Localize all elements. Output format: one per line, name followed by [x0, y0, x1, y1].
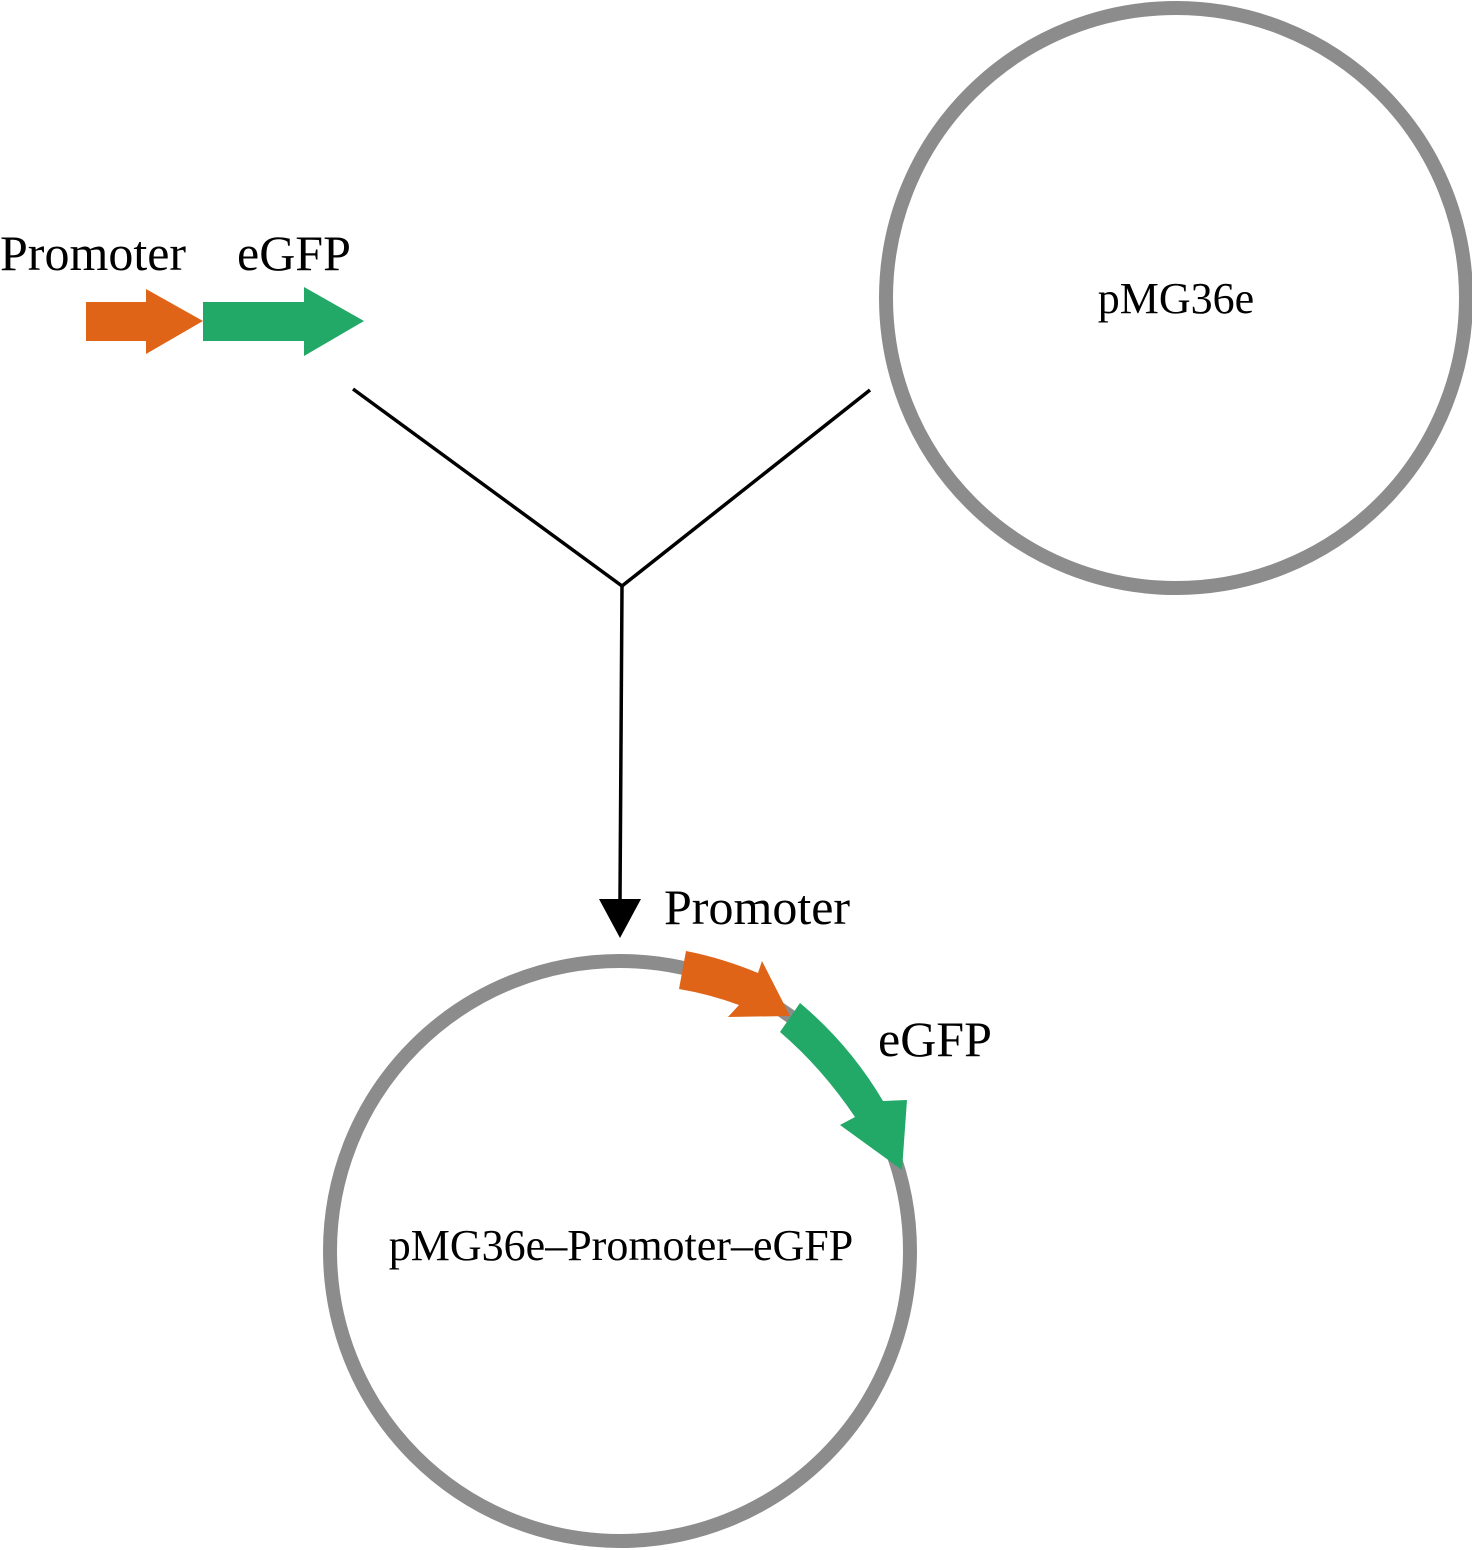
product-egfp-label: eGFP [878, 1011, 992, 1067]
product-name-label: pMG36e–Promoter–eGFP [389, 1221, 853, 1270]
egfp-arrow [203, 287, 364, 356]
vector-plasmid-ring [879, 1, 1472, 595]
promoter-arrow [86, 289, 203, 354]
vector-branch-line [620, 388, 872, 588]
insert-branch-line [351, 387, 624, 588]
product-plasmid-ring [323, 954, 917, 1548]
product-egfp-arrow [780, 1003, 907, 1170]
ligation-connector [351, 387, 872, 938]
vector-name-label: pMG36e [1098, 274, 1254, 323]
product-promoter-label: Promoter [664, 879, 850, 935]
insert-egfp-label: eGFP [237, 225, 351, 281]
insert-promoter-label: Promoter [0, 225, 186, 281]
down-arrowhead-icon [599, 899, 641, 938]
product-stem-line [618, 585, 624, 901]
product-promoter-arrow [679, 951, 790, 1017]
